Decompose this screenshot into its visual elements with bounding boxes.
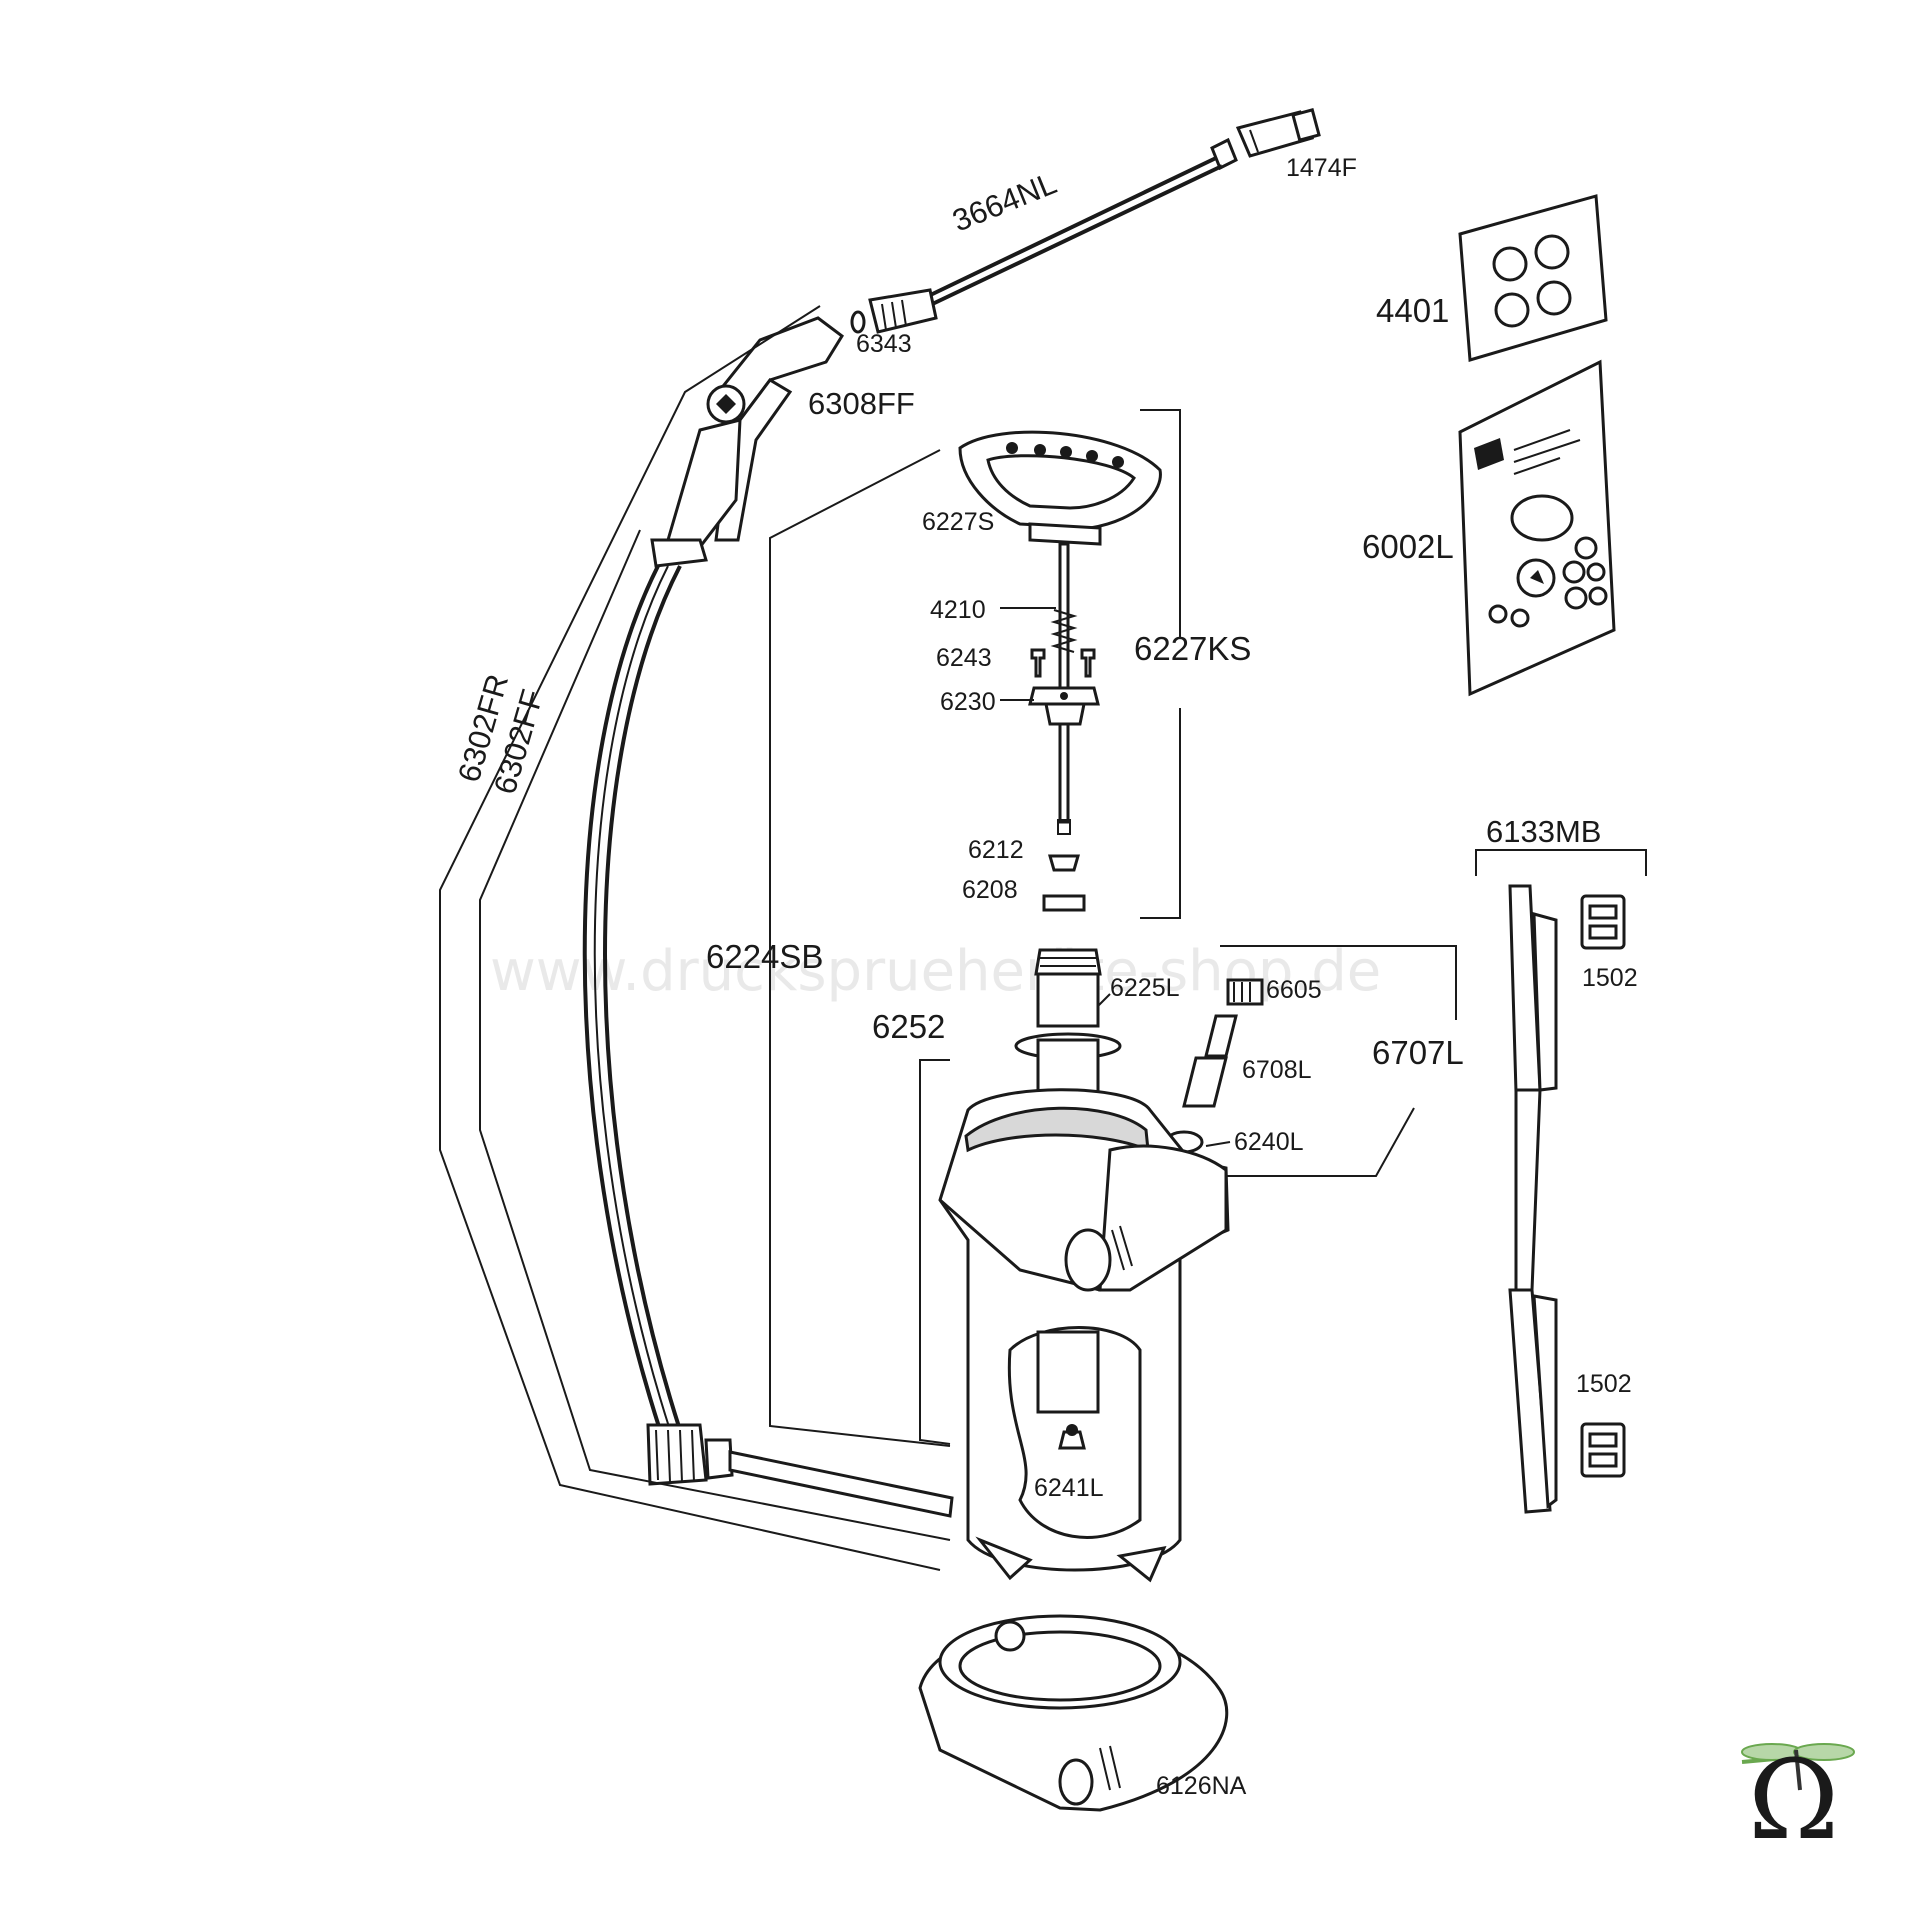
label-6605: 6605 <box>1266 976 1322 1004</box>
washer-6343 <box>850 310 866 334</box>
label-6208: 6208 <box>962 876 1018 904</box>
label-6241L: 6241L <box>1034 1474 1104 1502</box>
pump-handle-6227S <box>958 430 1162 546</box>
label-6212: 6212 <box>968 836 1024 864</box>
label-6225L: 6225L <box>1110 974 1180 1002</box>
bracket-6252 <box>919 1059 951 1445</box>
label-6133MB: 6133MB <box>1486 814 1601 849</box>
trigger-valve-6308FF <box>666 316 844 563</box>
bracket-6224SB <box>769 449 951 1447</box>
label-6240L: 6240L <box>1234 1128 1304 1156</box>
label-4401: 4401 <box>1376 292 1449 329</box>
hose-nut-and-dip-tube <box>646 1423 954 1518</box>
omega-symbol: Ω <box>1748 1736 1839 1864</box>
label-6227S: 6227S <box>922 508 994 536</box>
label-6308FF: 6308FF <box>808 386 915 421</box>
hose-6302FF <box>582 538 708 1431</box>
label-1474F: 1474F <box>1286 154 1357 182</box>
base-6126NA <box>918 1614 1229 1812</box>
strap-6133MB <box>1508 884 1558 1514</box>
label-6708L: 6708L <box>1242 1056 1312 1084</box>
spring-4210 <box>1050 609 1078 653</box>
label-6002L: 6002L <box>1362 528 1454 565</box>
label-3664NL: 3664NL <box>948 165 1062 238</box>
label-6252: 6252 <box>872 1008 945 1045</box>
label-6230: 6230 <box>940 688 996 716</box>
label-6227KS: 6227KS <box>1134 630 1251 667</box>
bracket-6133MB <box>1475 849 1647 876</box>
label-1502-bottom: 1502 <box>1576 1370 1632 1398</box>
pack-4401 <box>1458 194 1608 362</box>
label-4210: 4210 <box>930 596 986 624</box>
bracket-6302FR <box>439 305 941 1571</box>
bracket-6227KS <box>1140 409 1181 919</box>
spray-tip-1474F <box>1235 108 1321 158</box>
pressure-relief-valve-6605 <box>1226 978 1264 1006</box>
dragonfly-omega-logo: Ω <box>1741 1736 1855 1864</box>
label-6224SB: 6224SB <box>706 938 823 975</box>
bracket-6302FF <box>479 529 951 1541</box>
label-6243: 6243 <box>936 644 992 672</box>
leader-6240L <box>1205 1141 1231 1147</box>
valve-insert-6708L <box>1182 1014 1238 1108</box>
buckle-1502-top <box>1580 894 1626 950</box>
buckle-1502-bottom <box>1580 1422 1626 1478</box>
pack-6002L <box>1458 359 1616 697</box>
label-6343: 6343 <box>856 330 912 358</box>
label-6707L: 6707L <box>1372 1034 1464 1071</box>
leader-6225L <box>1097 993 1111 1007</box>
label-1502-top: 1502 <box>1582 964 1638 992</box>
seal-6208 <box>1042 894 1086 912</box>
pump-cap-6230 <box>1028 686 1100 726</box>
pump-rod <box>1058 542 1070 824</box>
lance-3664NL <box>868 137 1238 334</box>
piston-6212 <box>1048 819 1080 872</box>
label-6126NA: 6126NA <box>1156 1772 1247 1800</box>
screws-6243 <box>1030 648 1096 678</box>
bracket-6707L <box>1216 945 1457 1177</box>
tank-body-6252 <box>938 1088 1230 1583</box>
